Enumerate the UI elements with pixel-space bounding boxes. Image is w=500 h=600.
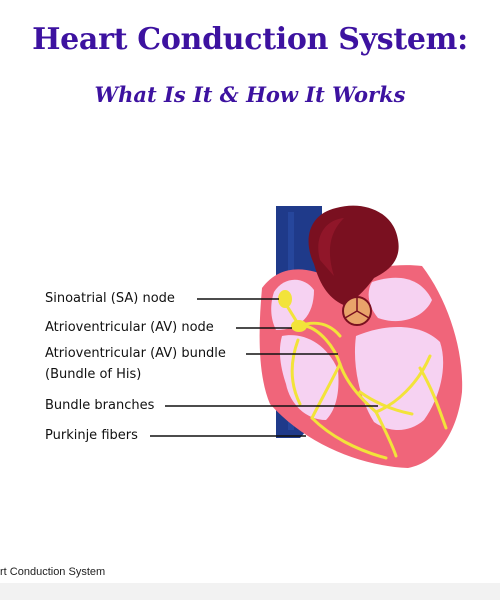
left-atrium — [368, 277, 432, 322]
conduction-pathways — [285, 304, 448, 460]
bottom-bar — [0, 583, 500, 600]
label-purkinje-fibers: Purkinje fibers — [45, 428, 138, 443]
sa-node — [278, 290, 292, 308]
page-title: Heart Conduction System: — [32, 22, 468, 57]
label-av-bundle: Atrioventricular (AV) bundle — [45, 346, 226, 361]
label-av-node: Atrioventricular (AV) node — [45, 320, 214, 335]
left-ventricle — [354, 326, 444, 430]
label-bundle-branches: Bundle branches — [45, 398, 155, 413]
page-subtitle: What Is It & How It Works — [94, 82, 406, 107]
leader-lines — [150, 298, 378, 437]
image-caption: rt Conduction System — [0, 566, 106, 578]
label-av-bundle-alt: (Bundle of His) — [45, 367, 142, 382]
label-sa-node: Sinoatrial (SA) node — [45, 291, 175, 306]
